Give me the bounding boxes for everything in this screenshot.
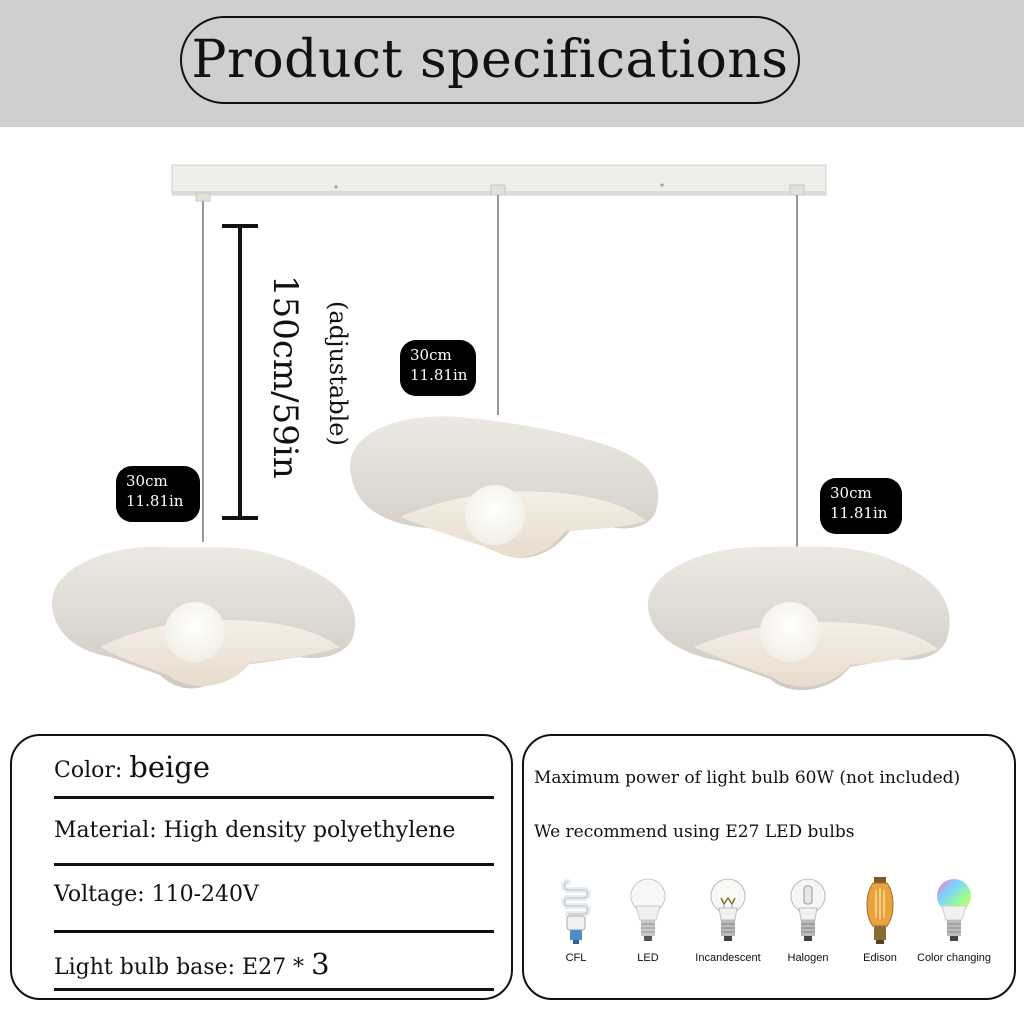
recommend-note: We recommend using E27 LED bulbs	[534, 822, 855, 842]
shade-size-tag-right: 30cm 11.81in	[820, 478, 902, 534]
spec-color-label: Color:	[54, 758, 123, 783]
shade-size-cm: 30cm	[830, 484, 872, 502]
edison-bulb-icon	[866, 877, 894, 944]
incandescent-bulb-icon	[710, 878, 746, 941]
spec-divider	[54, 863, 494, 866]
shade-size-tag-left: 30cm 11.81in	[116, 466, 200, 522]
bulb-type-label: Incandescent	[695, 952, 761, 964]
shade-size-cm: 30cm	[126, 472, 168, 490]
bulb-type-led: LED	[608, 876, 688, 964]
spec-voltage: Voltage: 110-240V	[54, 882, 259, 907]
pendant-lamp-illustration	[51, 164, 950, 691]
spec-panel: Color: beige Material: High density poly…	[10, 734, 513, 1000]
lamp-shade-left	[51, 546, 356, 689]
cable-adjustable-note: (adjustable)	[324, 301, 352, 446]
led-bulb-icon	[630, 878, 666, 941]
dimension-bar	[222, 224, 258, 520]
bulb-type-label: CFL	[565, 952, 587, 964]
spec-color-value: beige	[129, 750, 211, 784]
spec-bulb-base-count: 3	[311, 947, 330, 981]
bulb-type-edison: Edison	[840, 876, 920, 964]
page-title: Product specifications	[180, 16, 800, 104]
color-changing-bulb-icon	[937, 879, 971, 941]
shade-size-in: 11.81in	[126, 492, 184, 510]
spec-color: Color: beige	[54, 750, 210, 784]
shade-size-tag-middle: 30cm 11.81in	[400, 340, 476, 396]
bulb-type-label: Color changing	[917, 952, 991, 964]
spec-divider	[54, 930, 494, 933]
shade-size-in: 11.81in	[830, 504, 888, 522]
lamp-shade-middle	[350, 416, 659, 558]
spec-material: Material: High density polyethylene	[54, 818, 456, 843]
spec-divider	[54, 988, 494, 991]
header-band: Product specifications	[0, 0, 1024, 127]
bulb-type-label: LED	[637, 952, 659, 964]
bulb-type-color-changing: Color changing	[914, 876, 994, 964]
ceiling-bar	[171, 164, 827, 202]
lamp-shade-right	[647, 546, 950, 691]
bulb-panel: Maximum power of light bulb 60W (not inc…	[522, 734, 1016, 1000]
spec-bulb-base: Light bulb base: E27 * 3	[54, 947, 330, 981]
cfl-bulb-icon	[561, 879, 591, 944]
cable-length-label: 150cm/59in	[265, 275, 305, 479]
bulb-type-label: Halogen	[787, 952, 829, 964]
spec-bulb-base-label: Light bulb base: E27 *	[54, 955, 305, 980]
bulb-type-label: Edison	[863, 952, 897, 964]
product-image: 150cm/59in (adjustable) 30cm 11.81in 30c…	[0, 127, 1024, 727]
max-power-note: Maximum power of light bulb 60W (not inc…	[534, 768, 961, 788]
bulb-type-halogen: Halogen	[768, 876, 848, 964]
halogen-bulb-icon	[790, 878, 826, 941]
spec-divider	[54, 796, 494, 799]
bulb-type-incandescent: Incandescent	[688, 876, 768, 964]
bulb-type-cfl: CFL	[536, 876, 616, 964]
shade-size-in: 11.81in	[410, 366, 468, 384]
shade-size-cm: 30cm	[410, 346, 452, 364]
